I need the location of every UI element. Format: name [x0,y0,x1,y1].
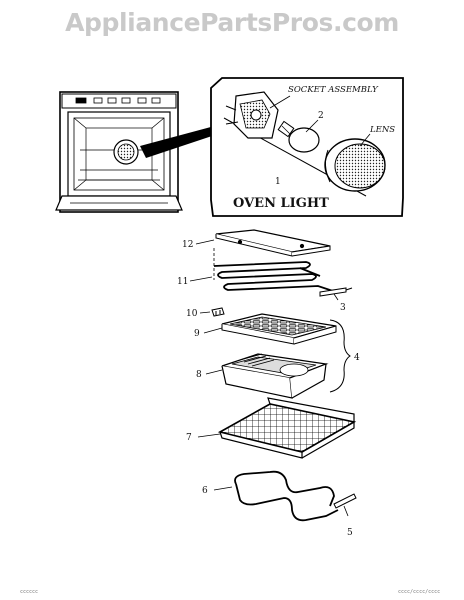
top-cover-plate-part [215,229,331,257]
callout-8: 8 [196,370,202,380]
footer-code-right: cccc/cccc/cccc [398,589,440,595]
callout-2: 2 [318,111,324,121]
inset-pointer [140,124,224,158]
lens-part [324,138,386,192]
light-bulb-part [277,120,320,153]
callout-4: 4 [354,353,360,363]
callout-9: 9 [194,329,200,339]
inset-title: OVEN LIGHT [233,196,329,211]
callout-12: 12 [182,240,193,250]
lens-label: LENS [369,125,395,135]
socket-assembly-label: SOCKET ASSEMBLY [288,85,379,95]
callout-1: 1 [275,177,281,187]
callout-7: 7 [186,433,192,443]
oven-rack-part [217,397,357,459]
site-watermark: AppliancePartsPros.com [65,8,399,37]
bake-terminal-part [333,493,357,517]
clip-part [211,307,225,317]
bake-element-part [234,470,339,522]
element-terminal-part [319,287,353,301]
footer-code-left: cccccc [20,589,38,595]
callout-5: 5 [347,528,353,538]
callout-6: 6 [202,486,208,496]
broil-pan-part [221,353,329,399]
oven-light-inset: SOCKET ASSEMBLY 2 LENS 1 OVEN LIGHT [210,77,404,217]
broil-element-part [213,261,337,293]
callout-3: 3 [340,303,346,313]
broil-pan-insert-part [221,313,337,345]
callout-11: 11 [177,277,188,287]
callout-10: 10 [186,309,198,319]
socket-assembly-part [225,91,279,139]
